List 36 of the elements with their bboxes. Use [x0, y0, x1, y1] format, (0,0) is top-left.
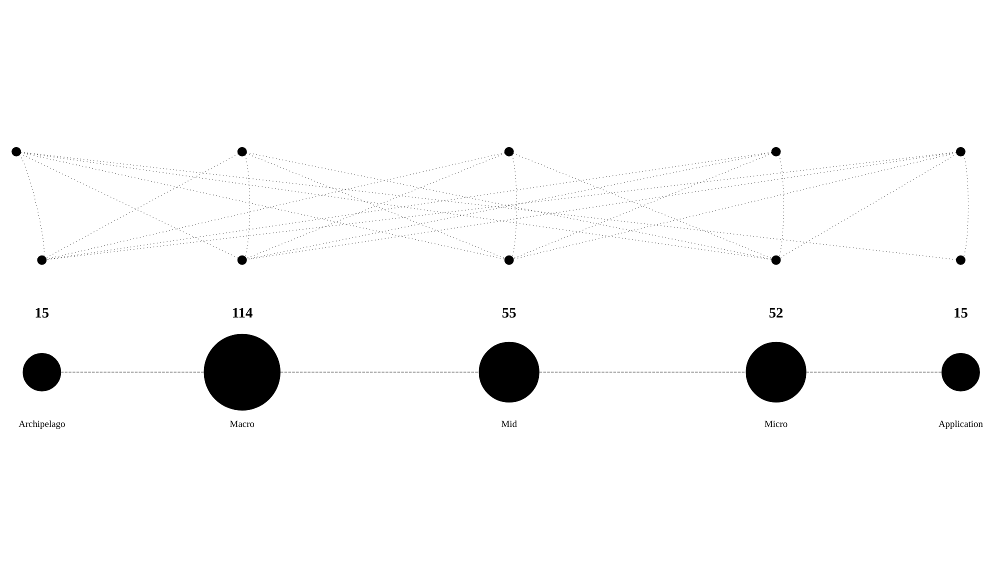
connector — [246, 152, 505, 258]
node-circle — [941, 352, 980, 391]
node-circle — [770, 254, 780, 264]
connector — [19, 154, 44, 256]
connector — [512, 152, 956, 259]
node-circle — [236, 254, 246, 264]
connector — [280, 371, 479, 372]
node-circle — [11, 146, 21, 156]
node-label: Micro — [764, 420, 788, 430]
connector — [538, 371, 746, 372]
node-label: Application — [938, 420, 982, 430]
node-label: Macro — [229, 420, 254, 430]
node-circle — [36, 254, 46, 264]
node-circle — [745, 341, 806, 402]
node-circle — [236, 146, 246, 156]
node-circle — [770, 146, 780, 156]
node-label: 15 — [952, 304, 968, 321]
connector — [512, 152, 772, 258]
node-circle — [478, 341, 539, 402]
node-circle — [504, 146, 514, 156]
node-label: Archipelago — [18, 420, 65, 430]
node-circle — [956, 254, 965, 264]
node-label: 15 — [34, 304, 49, 321]
connector — [246, 152, 956, 260]
node-label: 114 — [231, 304, 252, 321]
node-circle — [956, 146, 965, 156]
node-circle — [203, 333, 280, 410]
connector — [246, 152, 772, 259]
node-label: 52 — [768, 304, 783, 321]
node-circle — [22, 352, 61, 391]
node-circle — [504, 254, 514, 264]
connector — [60, 371, 204, 372]
connector — [779, 153, 957, 258]
connector — [805, 371, 942, 372]
node-label: 55 — [501, 304, 516, 321]
node-label: Mid — [500, 420, 516, 430]
